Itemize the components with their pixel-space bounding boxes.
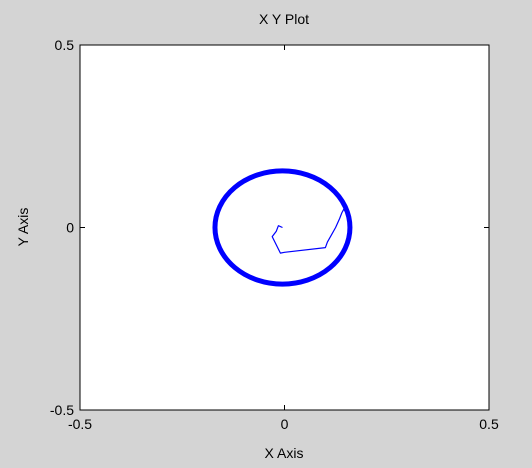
chart-title: X Y Plot — [259, 11, 309, 27]
series-layer — [212, 168, 353, 287]
x-tick-label-1: 0 — [281, 416, 289, 432]
y-axis-label: Y Axis — [15, 208, 31, 247]
y-tick-label-1: 0 — [66, 220, 74, 236]
x-tick-label-2: 0.5 — [479, 416, 499, 432]
x-tick-label-0: -0.5 — [68, 416, 92, 432]
plot-area — [80, 45, 489, 410]
y-tick-label-0: -0.5 — [50, 402, 74, 418]
y-tick-label-2: 0.5 — [55, 37, 75, 53]
limit-cycle-orbit — [212, 168, 353, 287]
x-axis-label: X Axis — [265, 445, 304, 461]
tick-labels: -0.5 0 0.5 -0.5 0 0.5 — [50, 37, 499, 432]
plot-frame — [79, 44, 490, 411]
transient-trajectory-line — [271, 208, 346, 254]
